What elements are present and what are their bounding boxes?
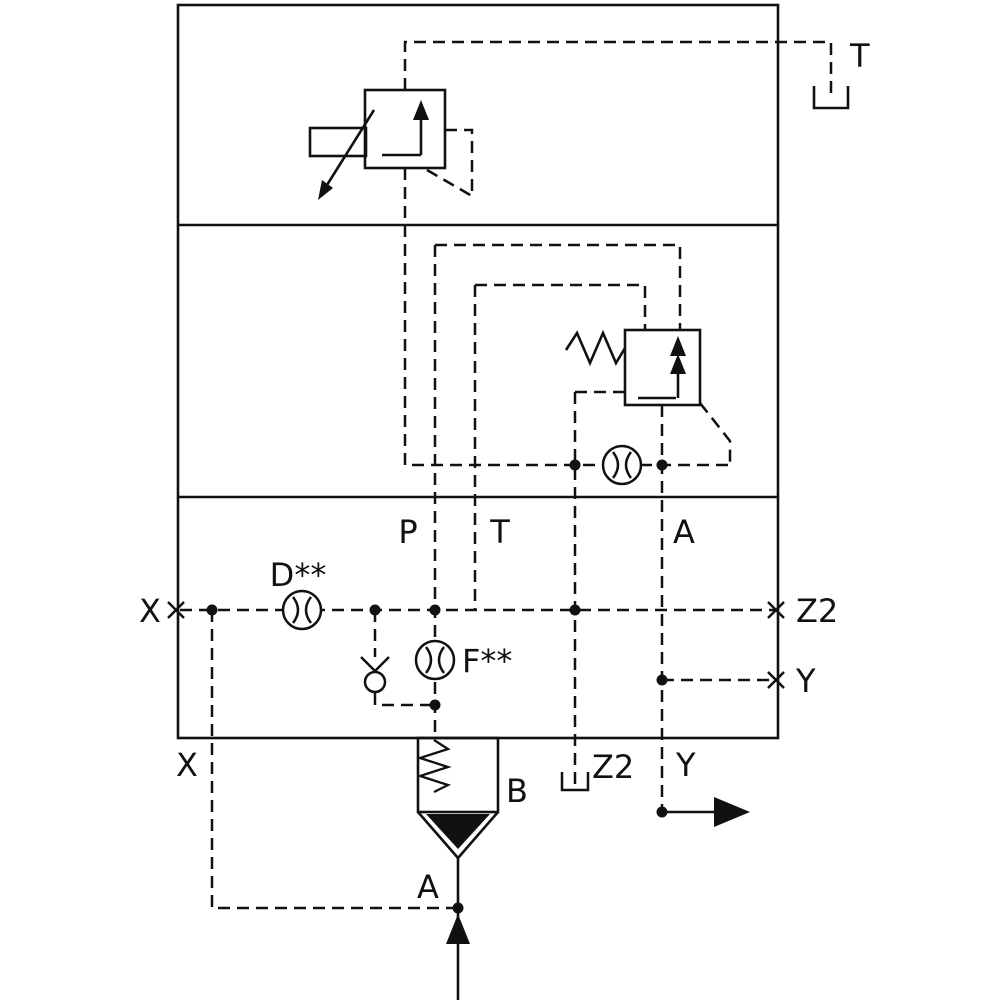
junction-dot bbox=[569, 459, 581, 471]
label-port-y-bottom: Y bbox=[675, 746, 696, 784]
junction-dot bbox=[656, 806, 668, 818]
label-port-z2-right: Z2 bbox=[796, 592, 838, 630]
pilot-stage-box bbox=[308, 126, 368, 158]
pilot-line-to-tank bbox=[403, 40, 833, 100]
labels: T X Z2 Y P T A D** F** X Z2 Y B A bbox=[139, 37, 870, 906]
port-crosses bbox=[167, 601, 785, 689]
port-x-cross-icon bbox=[167, 601, 185, 619]
relief-spring-icon bbox=[564, 329, 627, 367]
junction-dot bbox=[656, 459, 668, 471]
poppet-seat bbox=[417, 811, 499, 859]
label-port-a-bottom: A bbox=[417, 868, 439, 906]
label-port-a: A bbox=[673, 513, 695, 551]
label-port-y-right: Y bbox=[795, 662, 816, 700]
poppet-icon bbox=[426, 814, 490, 849]
junction-dot bbox=[569, 604, 581, 616]
label-port-p: P bbox=[398, 513, 417, 551]
flow-arrow-right-icon bbox=[714, 797, 750, 827]
port-y-cross-icon bbox=[767, 671, 785, 689]
tank-icon bbox=[812, 86, 850, 110]
label-port-z2-bottom: Z2 bbox=[592, 748, 634, 786]
junction-dot bbox=[429, 699, 441, 711]
junction-dot bbox=[656, 674, 668, 686]
t-pilot-upper bbox=[475, 283, 647, 330]
label-orifice-f: F** bbox=[462, 642, 512, 680]
adjustment-arrowhead-icon bbox=[318, 180, 333, 200]
reduced-pressure-line bbox=[403, 168, 730, 467]
orifice-d-icon bbox=[281, 589, 323, 631]
block-outline bbox=[176, 3, 780, 740]
check-valve-branch bbox=[373, 610, 435, 707]
z2-plug-icon bbox=[560, 772, 590, 792]
junction-dot bbox=[206, 604, 218, 616]
port-z2-cross-icon bbox=[767, 601, 785, 619]
housing-border bbox=[176, 3, 780, 740]
x-bottom-line bbox=[210, 610, 458, 910]
label-port-t: T bbox=[489, 513, 510, 551]
flow-arrow-up-icon bbox=[446, 914, 470, 944]
orifice-pilot-icon bbox=[601, 444, 643, 486]
adjustment-arrow-shaft bbox=[325, 109, 376, 186]
check-valve bbox=[360, 656, 390, 694]
cartridge-valve bbox=[416, 736, 750, 1000]
label-tank-top: T bbox=[849, 37, 870, 75]
orifice-f-icon bbox=[414, 639, 456, 681]
check-valve-seat bbox=[360, 656, 390, 672]
junction-dot bbox=[369, 604, 381, 616]
label-port-x-bottom: X bbox=[176, 746, 198, 784]
check-valve-ball-icon bbox=[363, 670, 387, 694]
pilot-supply-upper bbox=[435, 243, 682, 330]
relief-valve-body bbox=[623, 328, 702, 407]
label-orifice-d: D** bbox=[270, 556, 327, 594]
junction-dot bbox=[452, 902, 464, 914]
reducer-drain-loop bbox=[426, 128, 474, 199]
cartridge-spring-icon bbox=[416, 739, 452, 794]
relief-arrowhead-upper-icon bbox=[670, 336, 686, 356]
junction-dot bbox=[429, 604, 441, 616]
label-port-x-left: X bbox=[139, 592, 161, 630]
pressure-relief-valve bbox=[564, 328, 702, 407]
relief-arrowhead-lower-icon bbox=[670, 354, 686, 374]
tank-symbol bbox=[812, 86, 850, 110]
pressure-reducing-valve bbox=[308, 88, 447, 200]
z2-plug-symbol bbox=[560, 772, 590, 792]
relief-drain-diagonal bbox=[699, 402, 732, 465]
label-port-b: B bbox=[506, 772, 528, 810]
cartridge-body bbox=[416, 736, 500, 814]
junction-dots bbox=[206, 459, 668, 914]
orifices bbox=[281, 444, 643, 681]
reducing-valve-arrowhead-icon bbox=[413, 100, 429, 120]
